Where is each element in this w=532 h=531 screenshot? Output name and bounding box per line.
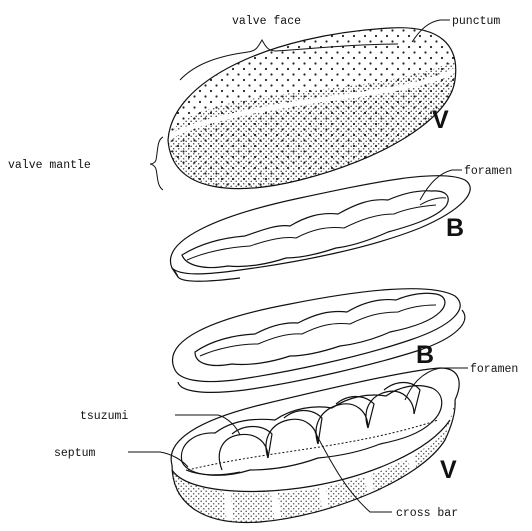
tsuzumi-label: tsuzumi — [80, 410, 128, 423]
b-top-letter: B — [446, 214, 464, 242]
cross-bar-label: cross bar — [396, 507, 458, 520]
top-valve — [160, 20, 460, 200]
valve-mantle-label: valve mantle — [8, 159, 91, 172]
foramen-top-leader — [420, 170, 462, 200]
septum-label: septum — [54, 447, 96, 460]
b-bottom-letter: B — [416, 341, 434, 369]
foramen-bottom-leader — [405, 368, 468, 400]
foramen-bottom-label: foramen — [470, 363, 518, 376]
foramen-top-label: foramen — [464, 165, 512, 178]
septum-leader — [128, 452, 188, 467]
v-top-letter: V — [432, 106, 449, 134]
valve-face-label: valve face — [232, 15, 301, 28]
valve-mantle-brace — [150, 137, 163, 190]
punctum-label: punctum — [452, 15, 500, 28]
v-bottom-letter: V — [440, 456, 457, 484]
